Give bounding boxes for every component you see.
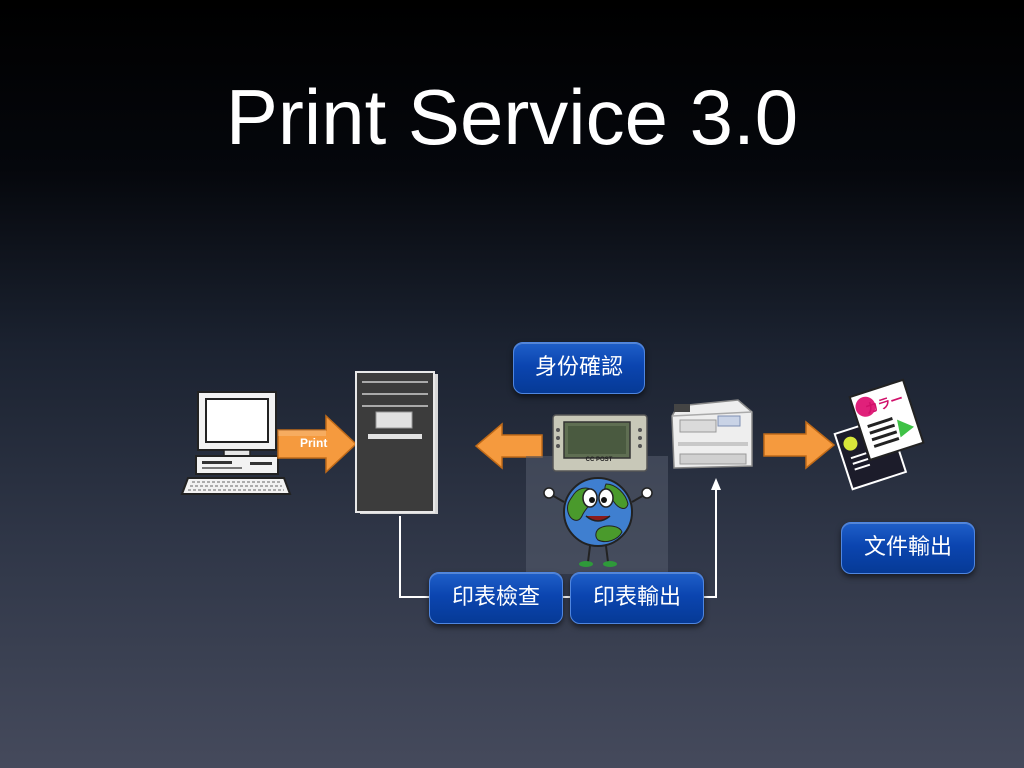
slide-title: Print Service 3.0 [225, 73, 799, 161]
print-output-label: 印表輸出 [570, 572, 704, 624]
desktop-computer-icon [180, 391, 292, 495]
output-arrow [763, 420, 836, 470]
card-reader-brand: CC POST [585, 457, 613, 463]
server-tower-icon [355, 371, 438, 514]
card-reader-icon [552, 414, 648, 472]
print-arrow-label: Print [300, 436, 328, 450]
document-output-label: 文件輸出 [841, 522, 975, 574]
print-arrow [277, 414, 358, 474]
documents-icon [833, 378, 925, 491]
printer-icon [671, 399, 753, 469]
print-check-label: 印表檢查 [429, 572, 563, 624]
identity-verification-label: 身份確認 [513, 342, 645, 394]
globe-mascot-icon [543, 477, 653, 567]
